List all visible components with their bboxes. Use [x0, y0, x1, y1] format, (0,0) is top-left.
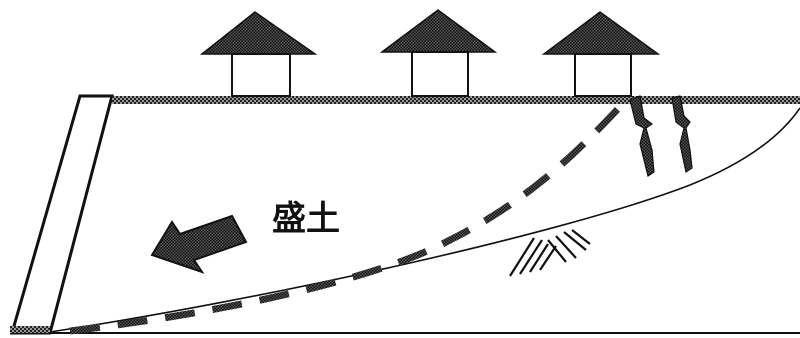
- crack-icon: [629, 95, 693, 177]
- house-left: [199, 11, 318, 97]
- house-icon: [199, 11, 318, 97]
- ground-surface: [112, 96, 800, 104]
- fill-label: 盛土: [272, 199, 340, 239]
- arrow-left-icon: [150, 214, 248, 274]
- slip-surface: [69, 95, 631, 335]
- hatch-icon: [509, 229, 591, 277]
- house-middle: [379, 9, 498, 97]
- house-icon: [379, 9, 498, 97]
- house-icon: [541, 11, 661, 97]
- original-slope-line: [49, 107, 800, 333]
- wall-footing: [10, 326, 50, 333]
- house-right: [541, 11, 661, 97]
- retaining-wall: [10, 94, 114, 335]
